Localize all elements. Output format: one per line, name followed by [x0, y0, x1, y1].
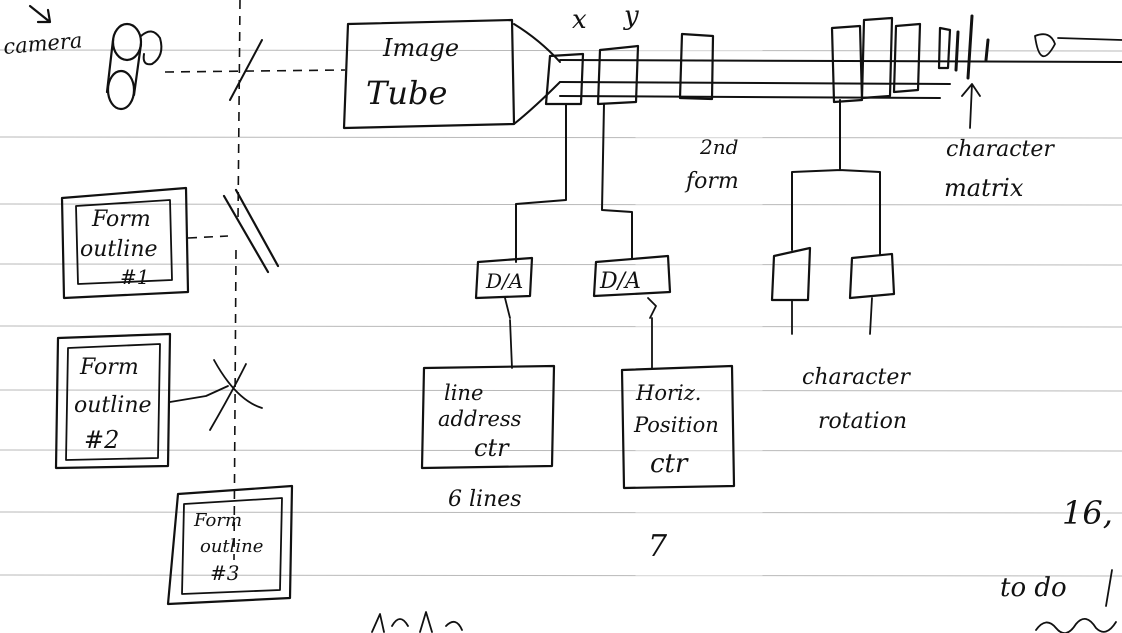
bottom-scribble: [372, 612, 462, 632]
form-1-switch: [224, 190, 278, 272]
bottom-right-scribble: [1036, 619, 1116, 633]
arrow-icon: [30, 6, 50, 22]
x-deflection-wire: [516, 104, 566, 262]
x-label: x: [572, 5, 587, 35]
slash-mark: [230, 40, 262, 100]
form-outline-1-line3: #1: [120, 265, 149, 289]
vertical-dashed-line: [234, 0, 240, 560]
to-do-tail: [1106, 570, 1112, 606]
form-outline-3-line2: outline: [200, 536, 263, 557]
line-address-line1: line: [444, 381, 483, 405]
character-matrix-line2: matrix: [944, 174, 1024, 202]
line-address-line2: address: [438, 407, 522, 431]
camera-link: [165, 70, 345, 72]
camera-label: camera: [2, 28, 83, 59]
y-label: y: [623, 1, 639, 31]
da-1-label: D/A: [485, 269, 523, 293]
sixteen-note: 16,: [1062, 494, 1113, 532]
rotation-box-1: [772, 248, 810, 334]
horiz-position-line3: ctr: [650, 449, 689, 479]
character-rotation-line2: rotation: [818, 409, 907, 434]
form-outline-3-line3: #3: [210, 561, 239, 585]
image-tube: Image Tube: [344, 20, 560, 128]
form-outline-2-line2: outline: [74, 393, 152, 418]
form-outline-3: Form outline #3: [168, 486, 292, 604]
form-outline-1-line2: outline: [80, 237, 158, 262]
rotation-wire: [792, 100, 880, 255]
six-lines-label: 6 lines: [448, 487, 522, 512]
up-arrow-icon: [962, 84, 980, 128]
line-address-line3: ctr: [474, 434, 510, 462]
da-converter-2: D/A: [594, 256, 670, 318]
y-deflection-wire: [602, 104, 632, 258]
to-do-note: to do: [1000, 573, 1067, 603]
da-2-label: D/A: [599, 269, 641, 294]
form-1-link: [188, 236, 228, 238]
second-form-line2: form: [684, 169, 739, 194]
second-form-line1: 2nd: [699, 135, 738, 159]
line-address-counter: line address ctr: [422, 366, 554, 468]
image-tube-line2: Tube: [366, 74, 447, 112]
form-outline-2-line3: #2: [84, 426, 119, 454]
image-tube-line1: Image: [382, 34, 459, 62]
rotation-box-2: [850, 254, 894, 334]
camera-icon: [107, 24, 161, 109]
horiz-position-counter: Horiz. Position ctr: [622, 366, 734, 488]
da-converter-1: D/A: [476, 258, 532, 318]
form-outline-3-line1: Form: [193, 510, 242, 531]
character-matrix-line1: character: [946, 137, 1055, 162]
seven-label: 7: [648, 529, 668, 564]
form-outline-2-line1: Form: [79, 355, 139, 380]
form-outline-1-line1: Form: [91, 207, 151, 232]
horiz-position-line1: Horiz.: [635, 381, 701, 405]
form-2-link: [170, 386, 228, 402]
line-address-wire: [510, 320, 512, 368]
ruled-lines: [0, 50, 1122, 576]
form-outline-2: Form outline #2: [56, 334, 170, 468]
character-rotation-line1: character: [802, 365, 911, 390]
horiz-position-line2: Position: [633, 413, 719, 437]
